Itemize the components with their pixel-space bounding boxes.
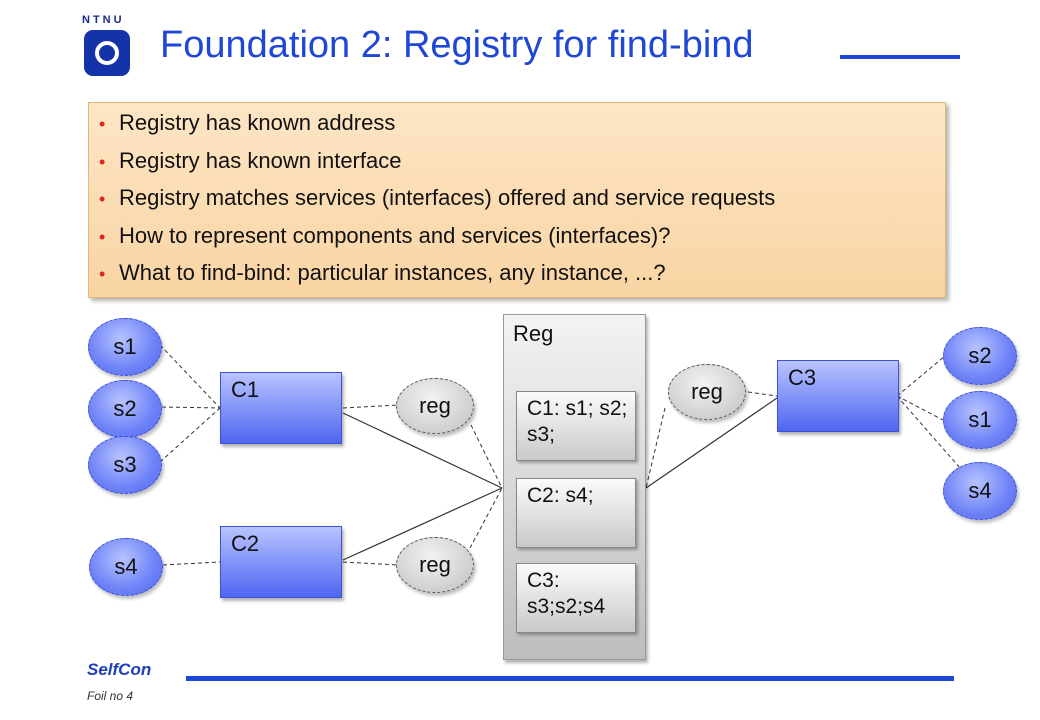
slide-title: Foundation 2: Registry for find-bind: [160, 24, 754, 66]
ntnu-logo-icon: [84, 30, 130, 76]
solid-connector: [342, 412, 503, 489]
bullet-list: • Registry has known address • Registry ha…: [89, 103, 945, 295]
bullet-text: Registry matches services (interfaces) o…: [119, 185, 776, 210]
dashed-connector: [159, 344, 221, 409]
dashed-connector: [747, 391, 778, 397]
bullet-item: • Registry matches services (interfaces) …: [99, 182, 945, 220]
service-s4-left: s4: [89, 538, 163, 596]
service-s2-right: s2: [943, 327, 1017, 385]
footer-brand: SelfCon: [87, 660, 152, 679]
dashed-connector: [645, 407, 666, 489]
reg-bubble-c1: reg: [396, 378, 474, 434]
registry-label: Reg: [513, 321, 554, 346]
service-s1-left: s1: [88, 318, 162, 376]
bullet-dot-icon: •: [99, 226, 106, 247]
bullet-dot-icon: •: [99, 189, 106, 209]
reg-bubble-c2: reg: [396, 537, 474, 593]
registry-container: Reg C1: s1; s2; s3; C2: s4; C3: s3;s2;s4: [503, 314, 646, 660]
footer-rule: [186, 676, 954, 681]
logo-text: NTNU: [82, 14, 125, 26]
dashed-connector: [342, 561, 399, 566]
service-s4-right: s4: [943, 462, 1017, 520]
component-c3: C3: [777, 360, 899, 432]
dashed-connector: [469, 487, 503, 549]
dashed-connector: [162, 561, 221, 566]
bullet-text: Registry has known address: [119, 110, 396, 135]
solid-connector: [342, 487, 503, 561]
bullet-item: • How to represent components and service…: [99, 220, 945, 258]
service-s1-right: s1: [943, 391, 1017, 449]
title-rule: [840, 55, 960, 59]
dashed-connector: [342, 404, 399, 409]
bullet-text: What to find-bind: particular instances,…: [119, 260, 666, 285]
footer-foil-number: Foil no 4: [87, 689, 134, 703]
bullet-box: • Registry has known address • Registry ha…: [88, 102, 946, 298]
reg-bubble-c3: reg: [668, 364, 746, 420]
service-s2-left: s2: [88, 380, 162, 438]
dashed-connector: [159, 407, 221, 463]
solid-connector: [645, 397, 778, 489]
bullet-item: • Registry has known address: [99, 107, 945, 145]
service-s3-left: s3: [88, 436, 162, 494]
bullet-dot-icon: •: [99, 151, 106, 172]
bullet-text: How to represent components and services…: [119, 222, 671, 248]
dashed-connector: [896, 395, 961, 469]
dashed-connector: [896, 355, 946, 397]
registry-entry-c3: C3: s3;s2;s4: [516, 563, 636, 633]
component-c1: C1: [220, 372, 342, 444]
dashed-connector: [896, 395, 944, 421]
registry-entry-c2: C2: s4;: [516, 478, 636, 548]
bullet-text: Registry has known interface: [119, 147, 402, 173]
dashed-connector: [161, 406, 221, 409]
component-c2: C2: [220, 526, 342, 598]
dashed-connector: [470, 424, 503, 489]
bullet-item: • Registry has known interface: [99, 145, 945, 183]
bullet-item: • What to find-bind: particular instances…: [99, 257, 945, 295]
registry-entry-c1: C1: s1; s2; s3;: [516, 391, 636, 461]
bullet-dot-icon: •: [99, 264, 106, 284]
bullet-dot-icon: •: [99, 114, 106, 134]
